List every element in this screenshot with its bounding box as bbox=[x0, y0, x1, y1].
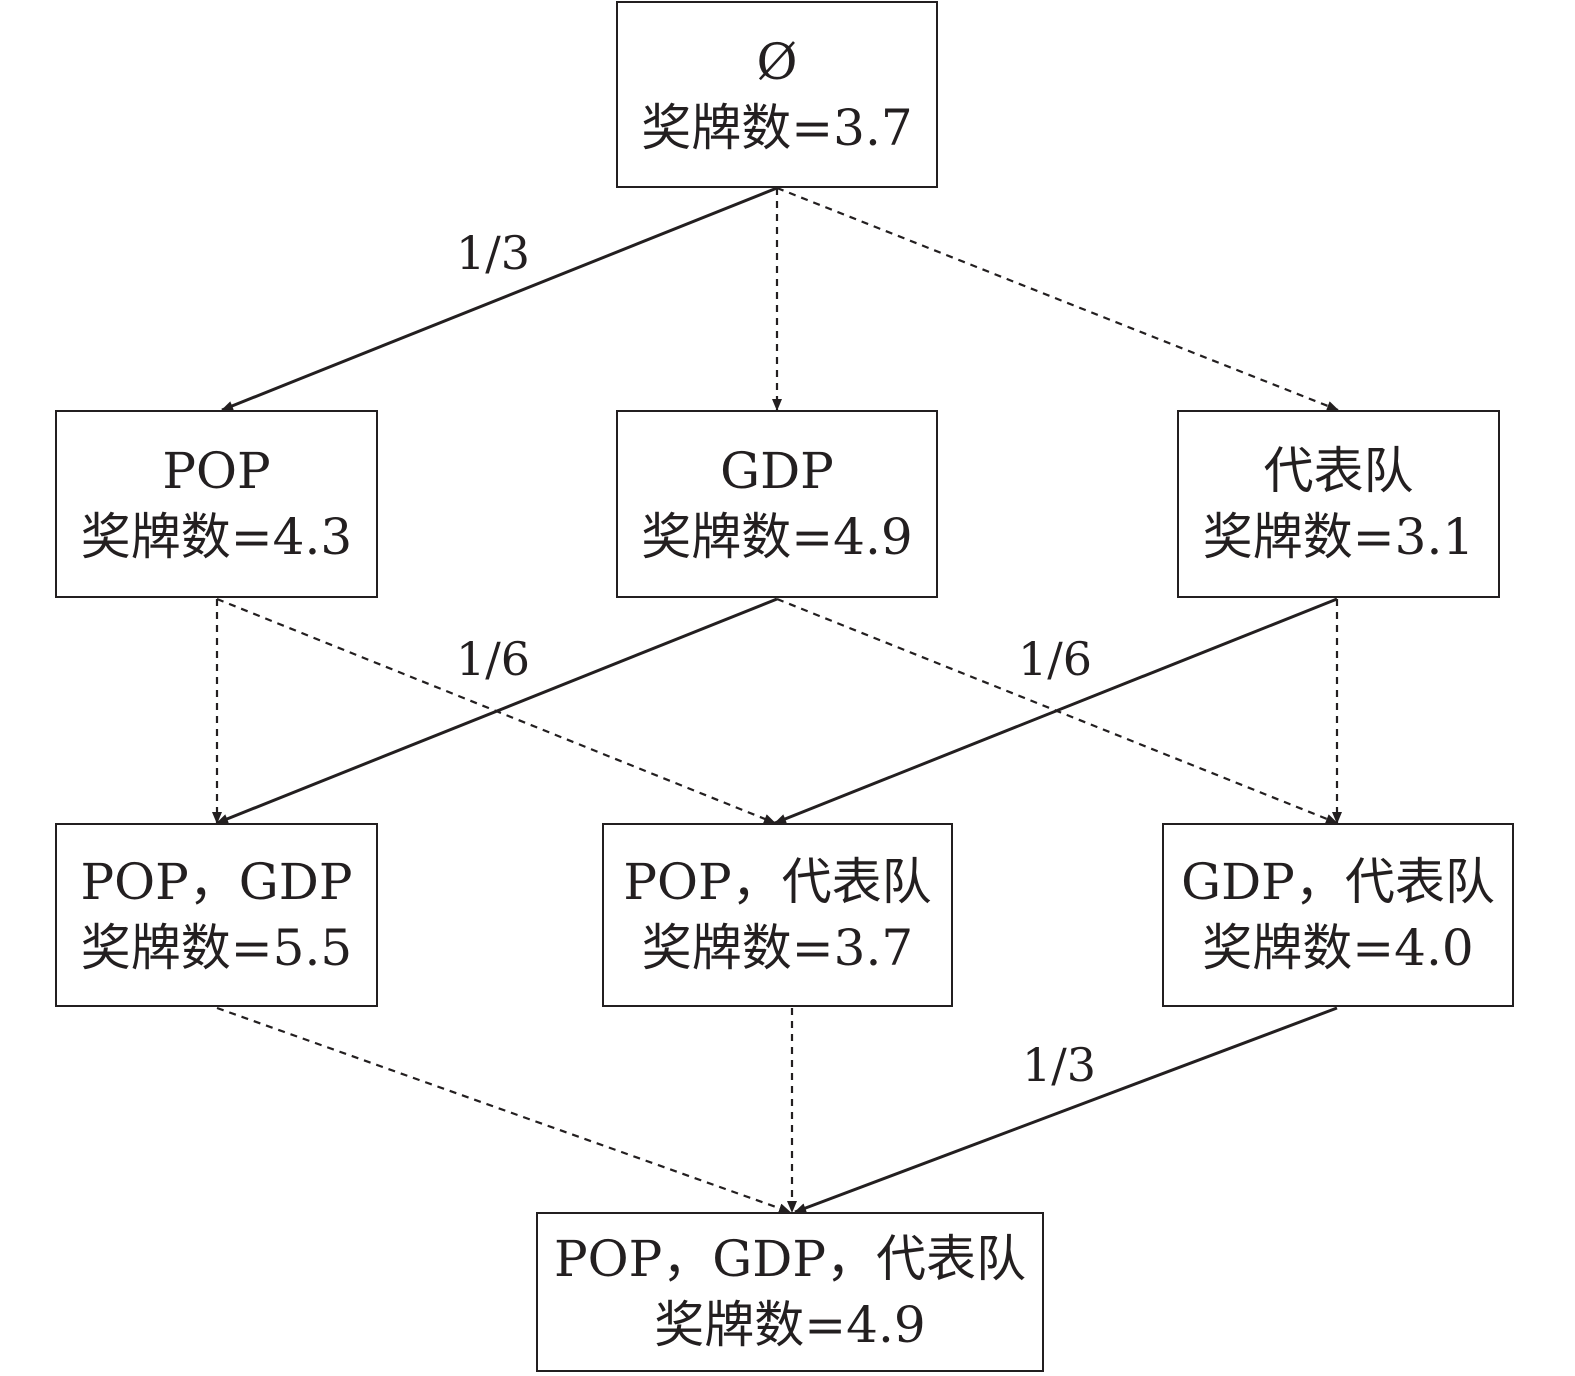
edge-label-empty-to-pop: 1/3 bbox=[456, 226, 531, 280]
node-medal-count: 奖牌数=3.7 bbox=[641, 919, 914, 977]
node-gdp-team: GDP，代表队 奖牌数=4.0 bbox=[1162, 823, 1514, 1007]
edge-pop-gdp-to-all bbox=[216, 1006, 791, 1214]
node-title: POP，GDP bbox=[80, 853, 353, 911]
node-title: GDP bbox=[720, 442, 834, 500]
node-empty-set: Ø 奖牌数=3.7 bbox=[616, 1, 938, 188]
node-title: GDP，代表队 bbox=[1181, 853, 1495, 911]
node-title: POP，代表队 bbox=[623, 853, 932, 911]
node-title: POP bbox=[162, 442, 271, 500]
node-pop-gdp-team: POP，GDP，代表队 奖牌数=4.9 bbox=[536, 1212, 1044, 1372]
edge-label-team-to-pop-team: 1/6 bbox=[1018, 632, 1093, 686]
edge-label-gdp-to-pop-gdp: 1/6 bbox=[456, 632, 531, 686]
edge-empty-to-team bbox=[776, 186, 1339, 412]
edge-gdp-to-pop-gdp bbox=[216, 597, 778, 825]
node-medal-count: 奖牌数=4.9 bbox=[641, 508, 913, 566]
node-pop-gdp: POP，GDP 奖牌数=5.5 bbox=[55, 823, 378, 1007]
node-pop: POP 奖牌数=4.3 bbox=[55, 410, 378, 598]
node-title: 代表队 bbox=[1263, 442, 1414, 500]
node-medal-count: 奖牌数=4.9 bbox=[654, 1296, 926, 1354]
node-medal-count: 奖牌数=5.5 bbox=[80, 919, 353, 977]
node-medal-count: 奖牌数=4.3 bbox=[80, 508, 353, 566]
edge-team-to-pop-team bbox=[774, 597, 1338, 825]
edge-label-gdp-team-to-all: 1/3 bbox=[1022, 1038, 1097, 1092]
node-title: Ø bbox=[756, 32, 798, 91]
edge-gdp-team-to-all bbox=[794, 1006, 1338, 1214]
node-title: POP，GDP，代表队 bbox=[554, 1230, 1026, 1288]
edge-empty-to-pop bbox=[221, 186, 778, 412]
node-team: 代表队 奖牌数=3.1 bbox=[1177, 410, 1500, 598]
node-gdp: GDP 奖牌数=4.9 bbox=[616, 410, 938, 598]
node-pop-team: POP，代表队 奖牌数=3.7 bbox=[602, 823, 953, 1007]
node-medal-count: 奖牌数=4.0 bbox=[1202, 919, 1474, 977]
node-medal-count: 奖牌数=3.7 bbox=[641, 98, 913, 157]
node-medal-count: 奖牌数=3.1 bbox=[1202, 508, 1475, 566]
